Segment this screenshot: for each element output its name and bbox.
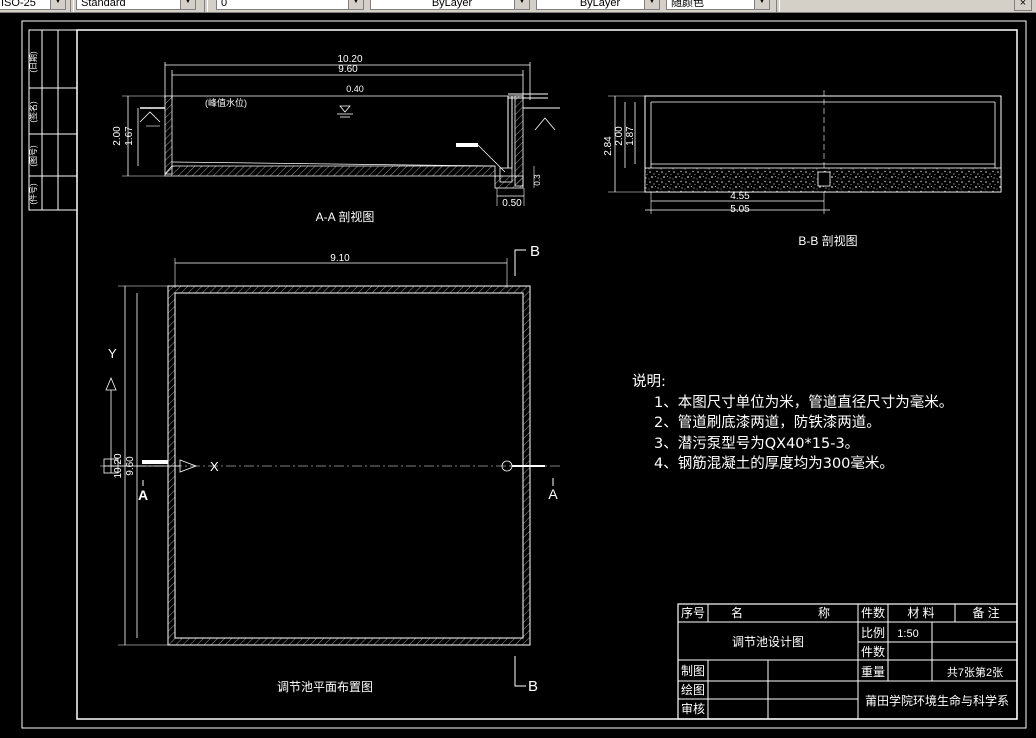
ucs-y-label: Y	[108, 346, 117, 361]
dim-width: 9.10	[330, 253, 350, 264]
dim-sump: 0.50	[502, 198, 522, 209]
ucs-x-label: X	[210, 459, 219, 474]
scale-label: 比例	[861, 626, 885, 640]
close-icon[interactable]: ×	[1014, 0, 1032, 11]
side-strip-part-no: (件号)	[28, 183, 38, 205]
layer-value: 0	[221, 0, 228, 9]
dimstyle-value: ISO-25	[1, 0, 36, 9]
note-item: 4、钢筋混凝土的厚度均为300毫米。	[654, 456, 894, 472]
weight-label: 重量	[861, 665, 885, 679]
chevron-down-icon[interactable]: ▼	[50, 0, 65, 9]
cut-marker-b-bottom: B	[528, 678, 538, 695]
chevron-down-icon[interactable]: ▼	[514, 0, 529, 9]
toolbar-separator	[776, 0, 780, 12]
header-name-2: 称	[818, 606, 830, 620]
side-strip-date: (日期)	[29, 51, 38, 73]
right-wall	[514, 95, 524, 187]
dim-w-outer: 5.05	[730, 204, 750, 215]
plan-title: 调节池平面布置图	[277, 680, 373, 694]
chevron-down-icon[interactable]: ▼	[754, 0, 769, 9]
title-block[interactable]: 序号 名 称 件数 材 料 备 注 调节池设计图 比例 1:50 件数 重量 共…	[677, 603, 1018, 720]
cut-marker-a-right: A	[548, 486, 558, 502]
plotstyle-select[interactable]: 随颜色 ▼	[666, 0, 770, 10]
chevron-down-icon[interactable]: ▼	[348, 0, 363, 9]
ground-icon	[139, 111, 161, 123]
note-item: 2、管道刷底漆两道，防铁漆两道。	[654, 415, 881, 431]
side-strip: (日期) (签名) (图号) (件号)	[28, 29, 78, 211]
pump-icon	[499, 167, 513, 183]
organization: 莆田学院环境生命与科学系	[865, 693, 1009, 708]
dim-h3: 1.87	[625, 126, 636, 146]
section-aa-title: A-A 剖视图	[316, 209, 375, 224]
linetype-value: ByLayer	[431, 0, 473, 9]
side-strip-drawing-no: (图号)	[29, 145, 38, 167]
toolbar-separator	[70, 0, 74, 12]
note-item: 1、本图尺寸单位为米，管道直径尺寸为毫米。	[654, 394, 954, 411]
plotstyle-value: 随颜色	[671, 0, 704, 9]
plan-view[interactable]: 9.10 10.20 9.60 Y X A A	[100, 243, 560, 695]
traced-by-label: 绘图	[681, 682, 705, 697]
water-level-label: (峰值水位)	[205, 97, 247, 108]
textstyle-select[interactable]: Standard ▼	[76, 0, 196, 10]
sheet-number: 共7张第2张	[947, 665, 1003, 679]
left-wall	[164, 95, 173, 175]
header-name-1: 名	[731, 605, 743, 620]
cut-marker-a-left: A	[138, 487, 148, 503]
drawing-name: 调节池设计图	[732, 635, 804, 649]
checked-by-label: 审核	[681, 701, 705, 716]
side-strip-sign: (签名)	[28, 101, 38, 123]
dim-h1: 2.84	[603, 136, 614, 156]
textstyle-value: Standard	[81, 0, 126, 9]
dim-sump-depth: 0.3	[533, 174, 542, 186]
ground-icon	[534, 117, 556, 131]
inlet-pipe	[142, 460, 168, 464]
header-count: 件数	[861, 605, 885, 620]
chevron-down-icon[interactable]: ▼	[180, 0, 195, 9]
ucs-icon: Y X	[103, 346, 219, 474]
pump-label-marker	[456, 143, 478, 147]
cut-marker-b-top: B	[530, 243, 540, 260]
dim-inner: 9.60	[338, 64, 358, 75]
notes-heading: 说明:	[632, 374, 666, 390]
toolbar-separator	[204, 0, 208, 12]
drawn-by-label: 制图	[681, 664, 705, 678]
dim-w-inner: 4.55	[730, 191, 750, 202]
note-item: 3、潜污泵型号为QX40*15-3。	[654, 435, 860, 452]
sump-pit	[817, 171, 831, 187]
dimstyle-select[interactable]: ISO-25 ▼	[0, 0, 66, 10]
sheet-outer-border	[21, 20, 1027, 729]
tank-walls	[167, 285, 531, 646]
notes-block: 说明: 1、本图尺寸单位为米，管道直径尺寸为毫米。 2、管道刷底漆两道，防铁漆两…	[632, 372, 953, 475]
scale-value: 1:50	[897, 628, 918, 640]
section-bb-title: B-B 剖视图	[798, 233, 857, 248]
layer-select[interactable]: 0 ▼	[216, 0, 364, 10]
properties-toolbar: ISO-25 ▼ Standard ▼ 0 ▼ ByLayer ▼ ByLaye…	[0, 0, 1036, 13]
dim-height-outer: 2.00	[112, 126, 123, 146]
lineweight-value: ByLayer	[579, 0, 621, 9]
dim-total: 10.20	[337, 54, 362, 65]
sheet-inner-border	[76, 29, 1018, 720]
chevron-down-icon[interactable]: ▼	[644, 0, 659, 9]
qty-label: 件数	[861, 644, 885, 659]
header-material: 材 料	[907, 606, 934, 620]
dim-freeboard: 0.40	[346, 84, 364, 94]
linetype-select[interactable]: ByLayer ▼	[370, 0, 530, 10]
dim-h2: 2.00	[614, 126, 625, 146]
header-seq: 序号	[681, 605, 705, 620]
lineweight-select[interactable]: ByLayer ▼	[536, 0, 660, 10]
water-level-icon	[339, 105, 351, 113]
section-bb[interactable]: 2.84 2.00 1.87 4.55 5.05 B-B 剖视图	[603, 90, 1002, 248]
sloped-floor	[164, 165, 496, 177]
header-remark: 备 注	[972, 605, 999, 620]
section-aa[interactable]: 10.20 9.60 0.40 (峰值水位)	[112, 54, 560, 224]
dim-height-inner: 1.67	[124, 126, 135, 146]
